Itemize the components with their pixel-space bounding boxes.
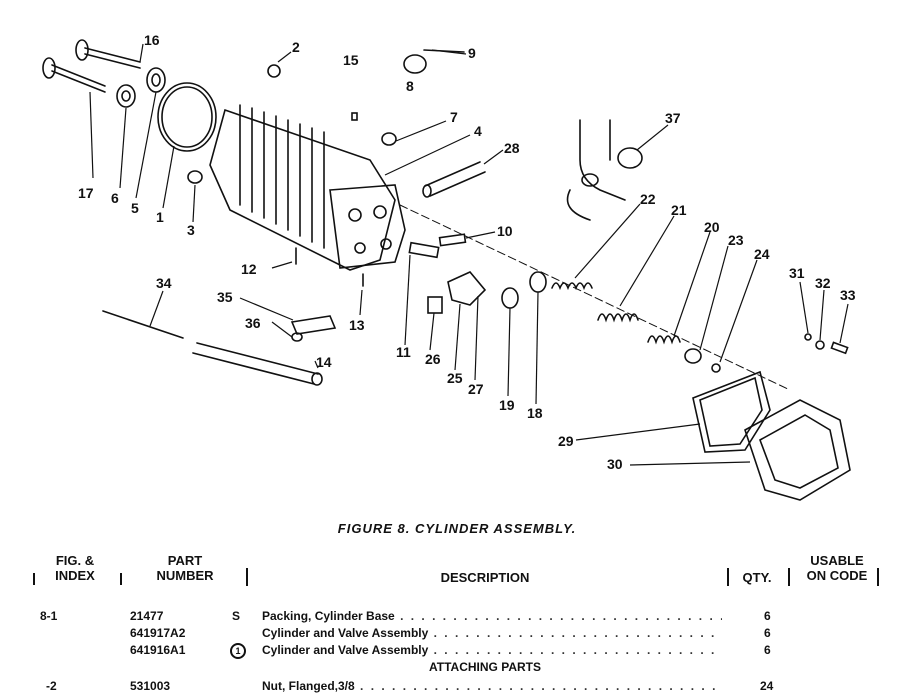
header-divider — [33, 573, 35, 585]
header-part-number: PART NUMBER — [156, 553, 214, 583]
callout-12: 12 — [241, 261, 257, 277]
tube-28 — [422, 161, 486, 198]
callout-31: 31 — [789, 265, 805, 281]
pushrod-34 — [102, 310, 184, 339]
row-description: Cylinder and Valve Assembly . . . . . . … — [262, 643, 722, 657]
callout-37: 37 — [665, 110, 681, 126]
row-part-number: 641917A2 — [130, 626, 186, 640]
callout-7: 7 — [450, 109, 458, 125]
header-fig-index: FIG. & INDEX — [55, 553, 95, 583]
figure-caption: FIGURE 8. CYLINDER ASSEMBLY. — [337, 521, 577, 536]
spring-21 — [597, 313, 639, 323]
nut-3 — [187, 170, 203, 184]
callout-11: 11 — [396, 344, 411, 360]
callout-9: 9 — [468, 45, 476, 61]
attaching-parts-heading: ATTACHING PARTS — [429, 660, 541, 674]
callout-1: 1 — [156, 209, 164, 225]
callout-10: 10 — [497, 223, 513, 239]
row-qty: 6 — [764, 643, 771, 657]
pushrod-tube-14 — [192, 342, 323, 386]
row-description: Cylinder and Valve Assembly . . . . . . … — [262, 626, 722, 640]
callout-28: 28 — [504, 140, 520, 156]
header-divider — [788, 568, 790, 586]
row-part-number: 641916A1 — [130, 643, 186, 657]
callout-24: 24 — [754, 246, 770, 262]
header-divider — [120, 573, 122, 585]
row-mark: S — [232, 609, 241, 623]
callout-27: 27 — [468, 381, 484, 397]
callout-16: 16 — [144, 32, 160, 48]
callout-13: 13 — [349, 317, 365, 333]
callout-14: 14 — [316, 354, 332, 370]
rocker-cover-gasket — [692, 370, 771, 453]
valve-16 — [75, 39, 141, 69]
row-qty: 6 — [764, 609, 771, 623]
row-qty: 6 — [764, 626, 771, 640]
row-part-number: 21477 — [130, 609, 164, 623]
callout-23: 23 — [728, 232, 744, 248]
spring-22 — [551, 282, 593, 291]
row-index: 8-1 — [40, 609, 58, 623]
row-description: Nut, Flanged,3/8 . . . . . . . . . . . .… — [262, 679, 722, 693]
header-description: DESCRIPTION — [440, 570, 530, 585]
callout-22: 22 — [640, 191, 656, 207]
callout-32: 32 — [815, 275, 831, 291]
rocker-arm — [447, 271, 487, 306]
callout-34: 34 — [156, 275, 172, 291]
washer-6 — [116, 84, 136, 108]
header-usable-on-code: USABLE ON CODE — [806, 553, 868, 583]
callout-19: 19 — [499, 397, 515, 413]
callout-33: 33 — [840, 287, 856, 303]
callout-26: 26 — [425, 351, 441, 367]
note-circle-icon: 1 — [230, 643, 246, 659]
exploded-view-diagram: 1 2 3 4 5 6 7 8 9 10 11 12 13 14 15 16 1… — [42, 32, 856, 501]
callout-3: 3 — [187, 222, 195, 238]
callout-29: 29 — [558, 433, 574, 449]
header-qty: QTY. — [742, 570, 772, 585]
packing-ring — [157, 82, 217, 152]
valve-17 — [42, 57, 106, 93]
spring-20 — [647, 335, 681, 345]
nut-2 — [267, 64, 281, 78]
callout-36: 36 — [245, 315, 261, 331]
callout-6: 6 — [111, 190, 119, 206]
callout-35: 35 — [217, 289, 233, 305]
callout-20: 20 — [704, 219, 720, 235]
cylinder-block — [209, 104, 406, 271]
bushing-37 — [617, 147, 643, 169]
row-description: Packing, Cylinder Base . . . . . . . . .… — [262, 609, 722, 623]
header-divider — [727, 568, 729, 586]
callout-21: 21 — [671, 202, 687, 218]
callout-8: 8 — [406, 78, 414, 94]
part-8 — [403, 54, 427, 74]
callout-30: 30 — [607, 456, 623, 472]
row-qty: 24 — [760, 679, 774, 693]
callout-5: 5 — [131, 200, 139, 216]
callout-2: 2 — [292, 39, 300, 55]
parts-list-table: FIG. & INDEX PART NUMBER DESCRIPTION QTY… — [0, 548, 914, 700]
row-part-number: 531003 — [130, 679, 171, 693]
callout-18: 18 — [527, 405, 543, 421]
row-index: -2 — [46, 679, 57, 693]
washer-5 — [146, 67, 166, 93]
rocker-cover — [744, 399, 851, 501]
callout-17: 17 — [78, 185, 94, 201]
callout-4: 4 — [474, 123, 482, 139]
header-divider — [877, 568, 879, 586]
header-divider — [246, 568, 248, 586]
callout-15: 15 — [343, 52, 359, 68]
callout-25: 25 — [447, 370, 463, 386]
